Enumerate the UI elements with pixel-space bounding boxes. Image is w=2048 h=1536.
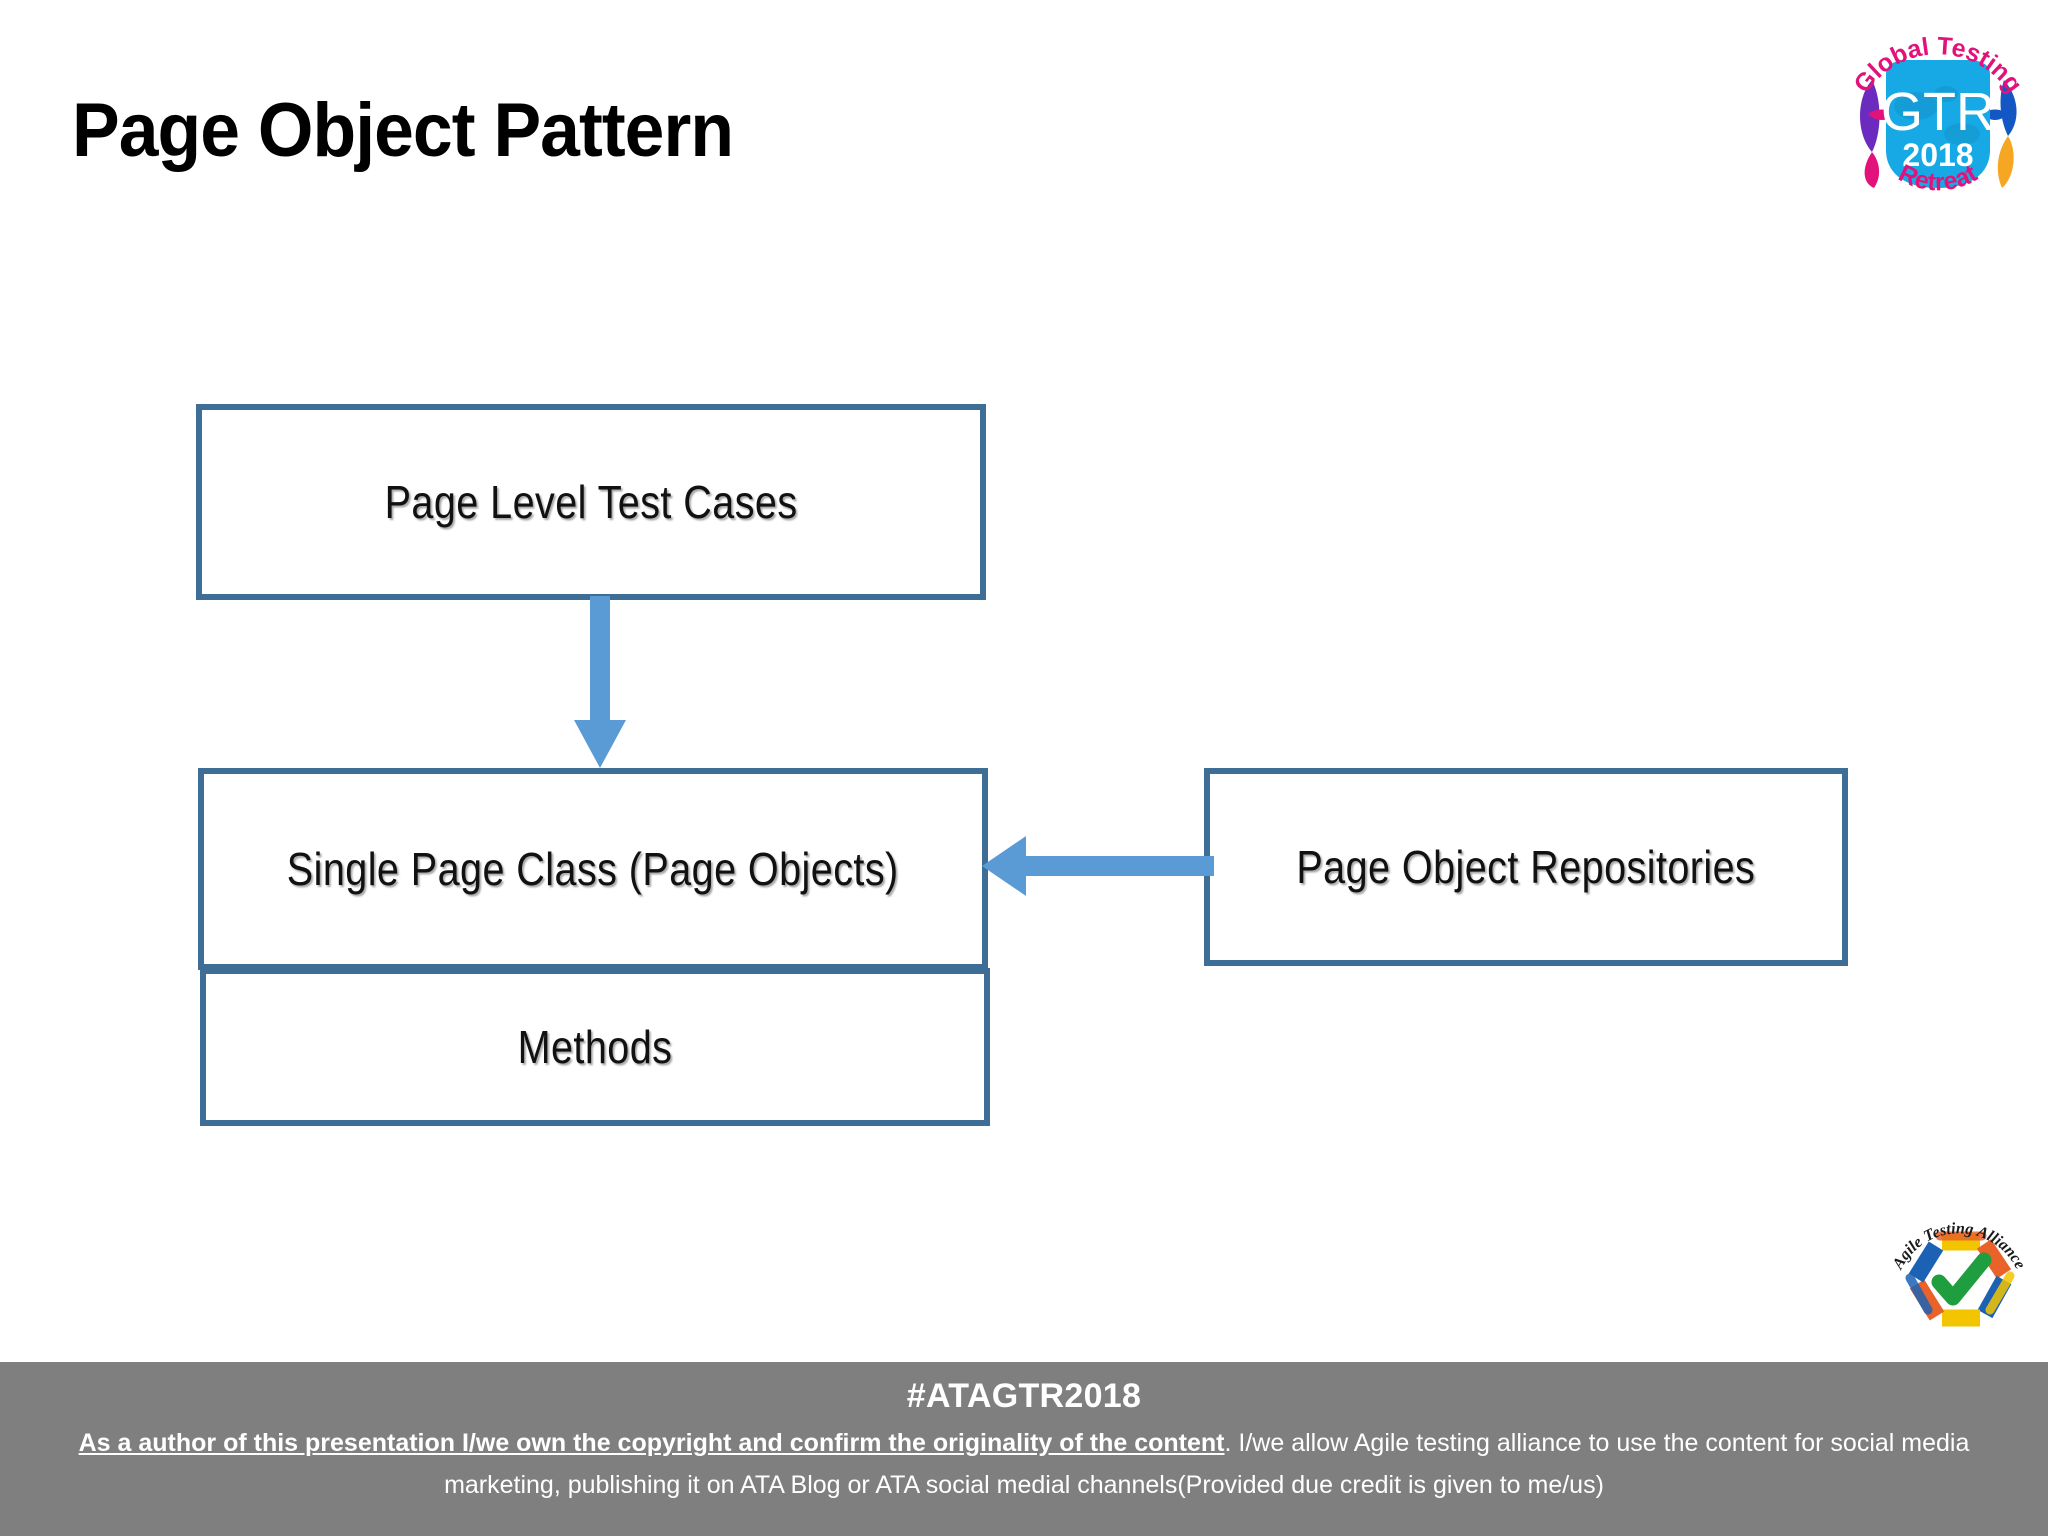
footer-disclaimer: As a author of this presentation I/we ow… <box>22 1422 2026 1506</box>
box-methods[interactable]: Methods <box>200 968 990 1126</box>
box-label: Methods <box>517 1021 673 1073</box>
box-single-page-class[interactable]: Single Page Class (Page Objects) <box>198 768 988 970</box>
agile-testing-alliance-logo: Agile Testing Alliance <box>1884 1206 2034 1356</box>
check-mark-icon <box>1931 1252 1992 1306</box>
box-label: Page Level Test Cases <box>384 476 798 528</box>
footer-bar: #ATAGTR2018 As a author of this presenta… <box>0 1362 2048 1536</box>
footer-disclaimer-bold: As a author of this presentation I/we ow… <box>78 1429 1225 1457</box>
gtr-year-text: 2018 <box>1902 137 1973 173</box>
footer-disclaimer-rest: . I/we allow Agile testing alliance to u… <box>444 1429 1970 1499</box>
gtr-center-text: GTR <box>1881 82 1995 142</box>
arrow-down-icon <box>574 596 626 768</box>
box-label: Single Page Class (Page Objects) <box>287 843 899 895</box>
box-label: Page Object Repositories <box>1296 841 1756 893</box>
page-title: Page Object Pattern <box>72 88 734 173</box>
arrow-left-icon <box>982 836 1214 896</box>
gtr-2018-logo: GTR 2018 Global Testing Retreat <box>1838 2 2038 228</box>
footer-hashtag: #ATAGTR2018 <box>906 1377 1142 1415</box>
box-page-level-test-cases[interactable]: Page Level Test Cases <box>196 404 986 600</box>
box-page-object-repositories[interactable]: Page Object Repositories <box>1204 768 1848 966</box>
